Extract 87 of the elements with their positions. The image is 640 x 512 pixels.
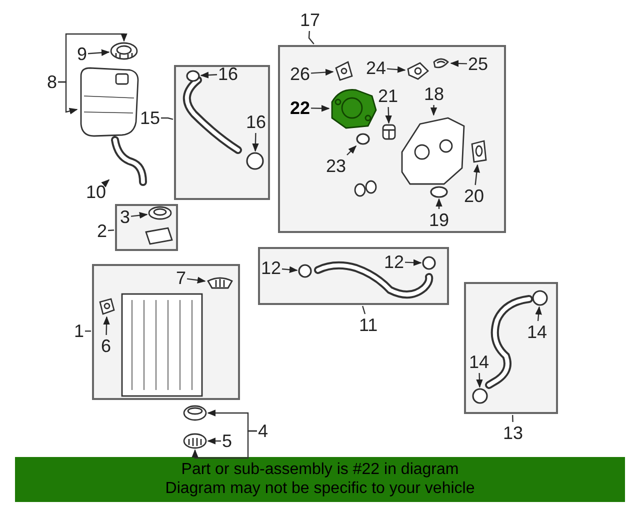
leader-line [85, 330, 91, 332]
callout-number: 3 [120, 207, 130, 227]
callout-number: 10 [86, 182, 106, 202]
callout-number: 22 [290, 98, 310, 118]
leader-line [310, 105, 330, 112]
sensor-drawing [406, 61, 430, 81]
callout-number: 14 [469, 352, 490, 372]
callout-number: 12 [384, 252, 404, 272]
callout-number: 26 [290, 64, 310, 84]
callout-number: 5 [222, 431, 232, 451]
callout-number: 12 [261, 258, 282, 278]
part-group-panel [258, 247, 449, 305]
callout-number: 13 [503, 423, 524, 443]
callout-number: 23 [326, 156, 346, 176]
leader-line [404, 259, 422, 266]
callout-number: 1 [74, 321, 84, 341]
leader-line [308, 30, 314, 44]
callout-number: 8 [47, 72, 58, 92]
callout-number: 2 [97, 221, 108, 241]
leader-line [186, 276, 206, 284]
leader-line [101, 179, 110, 188]
part-group-panel [464, 282, 558, 414]
callout-number: 11 [359, 315, 378, 335]
callout-number: 20 [464, 186, 484, 206]
callout-number: 18 [424, 84, 444, 104]
gasket-drawing [470, 140, 488, 164]
leader-line [88, 49, 110, 56]
callout-number: 21 [378, 86, 398, 106]
leader-line [386, 66, 406, 73]
leader-line [430, 104, 438, 116]
callout-number: 25 [468, 54, 488, 74]
leader-line [108, 230, 114, 232]
leader-line [103, 316, 110, 336]
sensor-drawing [98, 298, 116, 316]
hose-clamp-drawing [186, 70, 200, 82]
leader-line [436, 198, 442, 209]
cap-drawing [110, 42, 138, 60]
thermostat-drawing [382, 124, 396, 140]
part-group-panel [278, 45, 506, 233]
bracket-drawing [334, 60, 354, 82]
notice-text: Part or sub-assembly is #22 in diagram [180, 461, 460, 479]
callout-number: 19 [429, 210, 450, 230]
callout-number: 15 [140, 108, 160, 128]
hose-clamp-drawing [298, 264, 312, 278]
leader-line [130, 212, 148, 219]
hose-clamp-drawing [246, 152, 264, 170]
leader-line [207, 438, 221, 444]
leader-line [512, 414, 514, 422]
o-ring-drawing [356, 133, 370, 145]
callout-number: 9 [77, 44, 88, 64]
hose-clamp-drawing [422, 256, 436, 270]
o-ring-drawing [430, 186, 448, 198]
outlet-housing-drawing [400, 116, 466, 186]
leader-line [346, 145, 357, 156]
hose-clamp-drawing [532, 290, 548, 306]
leader-line [450, 60, 468, 67]
leader-line [161, 117, 174, 120]
callout-number: 4 [258, 421, 268, 441]
callout-number: 16 [218, 64, 238, 84]
thermostat-housing-drawing [330, 88, 378, 130]
notice-text: Diagram may not be specific to your vehicle [164, 480, 476, 498]
leader-line [535, 306, 542, 322]
leader-line [58, 81, 78, 114]
leader-line [252, 132, 259, 152]
leader-line [192, 430, 257, 459]
callout-number: 14 [527, 322, 548, 342]
leader-line [362, 306, 366, 314]
leader-line [385, 106, 392, 124]
part-group-panel [174, 65, 270, 200]
leader-line [310, 68, 334, 76]
leader-line [200, 72, 218, 78]
cap-drawing [183, 405, 207, 421]
callout-number: 6 [101, 336, 112, 356]
leader-line [282, 266, 298, 273]
cap-drawing [206, 276, 234, 290]
leader-line [476, 372, 483, 388]
cap-drawing [183, 433, 207, 449]
cap-drawing [148, 206, 172, 220]
callout-number: 16 [246, 112, 266, 132]
hose-drawing [110, 136, 148, 186]
clip-drawing [432, 56, 450, 70]
reservoir-tank-drawing [78, 66, 140, 138]
callout-number: 17 [300, 10, 320, 30]
hose-clamp-drawing [472, 388, 488, 404]
leader-line [473, 164, 480, 186]
callout-number: 24 [366, 58, 386, 78]
callout-number: 7 [176, 268, 186, 288]
